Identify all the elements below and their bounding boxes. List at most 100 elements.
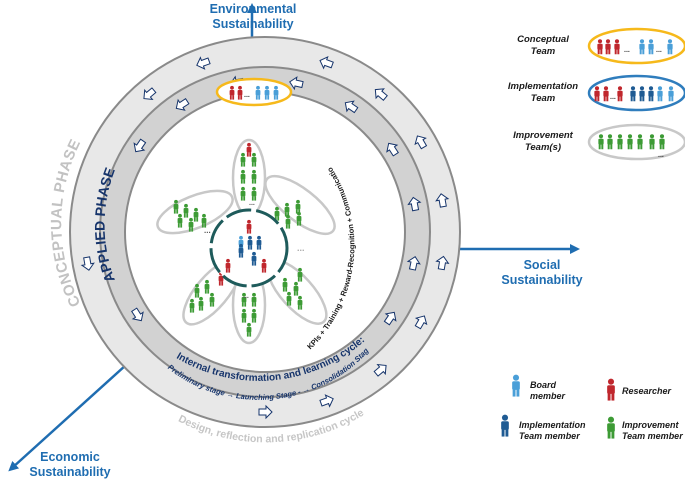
improvement-member-icon [240,152,246,167]
researcher-member-icon [225,258,231,273]
legend-implementation-oval [587,74,685,112]
cycle-arrow-icon [344,100,359,114]
improvement-member-icon [193,207,199,222]
implementation-member-icon [630,86,636,102]
cycle-arrow-icon [435,193,450,208]
improvement-member-icon [659,134,665,150]
ellipsis-mark: ... [624,47,630,54]
improvement-member-icon [293,281,299,296]
improvement-member-icon [295,199,301,214]
researcher-member-icon [237,85,243,100]
improvement-member-icon [189,298,195,313]
implementation-member-icon [648,86,654,102]
improvement-member-legend-icon [607,416,615,439]
improvement-member-icon [285,214,291,229]
cycle-arrow-icon [319,394,334,408]
improvement-member-icon [598,134,604,150]
researcher-member-icon [218,271,224,286]
ellipsis-mark: ... [656,47,662,54]
improvement-member-icon [607,134,613,150]
improvement-member-icon [637,134,643,150]
ellipsis-mark: ... [249,200,255,207]
implementation-member-icon [247,235,253,250]
improvement-member-icon [240,169,246,184]
improvement-member-icon [286,291,292,306]
cycle-arrow-icon [319,55,334,70]
cycle-arrow-icon [373,364,387,377]
board-member-icon [639,39,645,55]
cycle-arrow-icon [133,138,147,153]
board-member-icon [667,39,673,55]
cycle-arrow-icon [386,142,399,157]
board-member-icon [264,85,270,100]
implementation-member-icon [256,235,262,250]
ellipsis-mark: ... [204,226,211,235]
improvement-member-icon [201,213,207,228]
improvement-member-icon [296,211,302,226]
improvement-member-icon [282,277,288,292]
researcher-member-icon [603,86,609,102]
improvement-member-icon [241,308,247,323]
cycle-arrow-icon [435,255,450,271]
cycle-arrow-icon [414,135,428,150]
implementation-member-legend-icon [501,414,509,437]
improvement-member-icon [297,295,303,310]
board-member-icon [273,85,279,100]
ellipsis-mark: ... [610,94,616,101]
outer-cycle-arrows [80,55,450,420]
hub-members [225,219,267,273]
board-member-icon [238,235,244,250]
improvement-team-petals: ............ [156,138,336,345]
cycle-arrow-icon [289,76,304,91]
improvement-member-icon [209,292,215,307]
conceptual-team-members: ... [229,85,279,100]
improvement-member-icon [241,292,247,307]
researcher-member-icon [594,86,600,102]
cycle-arrow-icon [414,315,428,330]
legend-team-members: ............ [594,39,674,159]
improvement-member-icon [649,134,655,150]
cycle-arrow-icon [175,98,190,111]
researcher-member-icon [246,219,252,234]
improvement-member-icon [251,292,257,307]
cycle-arrow-icon [406,256,421,271]
researcher-member-icon [617,86,623,102]
researcher-member-icon [246,142,252,157]
implementation-member-icon [251,251,257,266]
researcher-member-icon [605,39,611,55]
legend-member-icons [501,374,615,439]
cycle-arrow-icon [131,307,144,322]
researcher-member-icon [229,85,235,100]
researcher-member-icon [614,39,620,55]
board-member-icon [657,86,663,102]
improvement-member-icon [251,186,257,201]
improvement-member-icon [194,283,200,298]
cycle-arrow-icon [407,196,422,212]
cycle-arrow-icon [80,256,95,271]
improvement-member-icon [297,267,303,282]
board-member-icon [668,86,674,102]
legend-conceptual-oval [587,27,685,65]
cycle-arrow-icon [196,56,211,70]
ellipsis-mark: ... [244,92,250,99]
improvement-member-icon [251,169,257,184]
cycle-arrow-icon [383,311,397,326]
improvement-member-icon [251,152,257,167]
improvement-member-icon [183,203,189,218]
conceptual-team-oval [215,77,293,107]
ellipsis-mark: ... [243,293,249,300]
board-member-legend-icon [512,374,520,397]
cycle-arrow-icon [374,88,388,101]
researcher-legend-icon [607,378,615,401]
improvement-member-icon [188,217,194,232]
improvement-member-icon [617,134,623,150]
improvement-member-icon [173,199,179,214]
improvement-member-icon [240,186,246,201]
